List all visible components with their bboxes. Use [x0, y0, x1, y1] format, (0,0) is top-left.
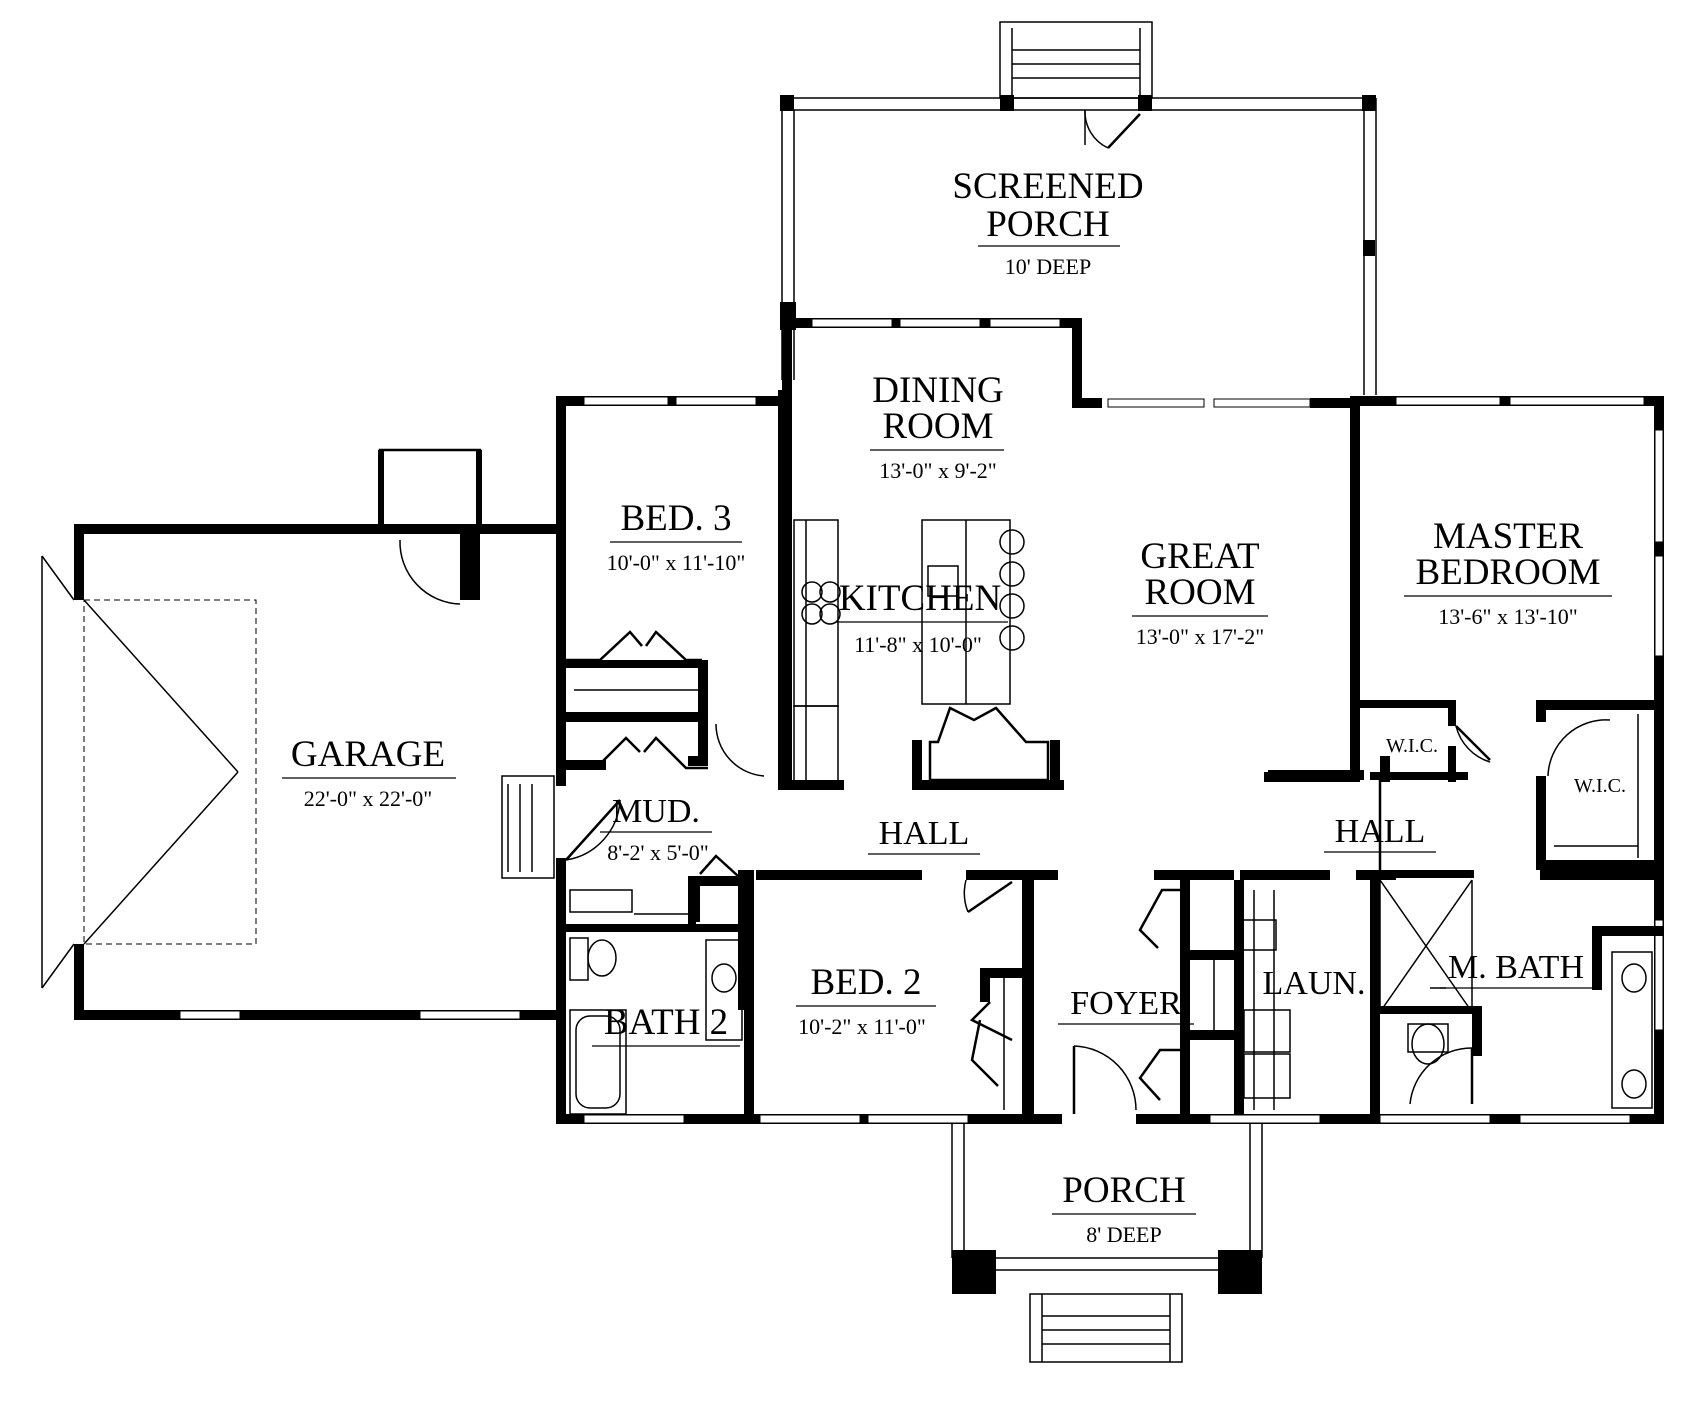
bed3-label: BED. 3 — [621, 498, 732, 539]
screened-porch-label-line1: SCREENED — [952, 166, 1143, 207]
windows — [583, 318, 1664, 1124]
garage-structure — [41, 448, 566, 1020]
hall-left-label: HALL — [879, 815, 970, 852]
laundry-label: LAUN. — [1263, 965, 1366, 1002]
garage-label: GARAGE — [291, 734, 445, 775]
dining-room-dim: 13'-0" x 9'-2" — [879, 458, 997, 483]
mud-label: MUD. — [612, 793, 700, 830]
interior-walls — [565, 630, 1664, 1114]
wic-left-label: W.I.C. — [1386, 735, 1438, 757]
bathroom-fixtures — [569, 854, 1653, 1115]
dining-room-label-line2: ROOM — [882, 406, 993, 447]
kitchen-dim: 11'-8" x 10'-0" — [854, 632, 982, 657]
bed2-dim: 10'-2" x 11'-0" — [798, 1014, 926, 1039]
screened-porch-dim: 10' DEEP — [1005, 254, 1091, 279]
bath2-label: BATH 2 — [604, 1002, 728, 1043]
master-bedroom-dim: 13'-6" x 13'-10" — [1438, 604, 1578, 629]
master-bedroom-label-line1: MASTER — [1433, 516, 1583, 557]
great-room-dim: 13'-0" x 17'-2" — [1136, 624, 1265, 649]
room-labels: SCREENED PORCH 10' DEEP DINING ROOM 13'-… — [282, 166, 1626, 1247]
kitchen-label: KITCHEN — [839, 578, 1001, 619]
mud-dim: 8'-2' x 5'-0" — [607, 840, 709, 865]
dining-room-label-line1: DINING — [872, 370, 1004, 411]
foyer-label: FOYER — [1070, 985, 1182, 1022]
kitchen-fixtures — [793, 519, 1025, 787]
great-room-label-line2: ROOM — [1144, 572, 1255, 613]
porch-label: PORCH — [1062, 1170, 1185, 1211]
garage-dim: 22'-0" x 22'-0" — [304, 786, 433, 811]
screened-porch-label-line2: PORCH — [986, 204, 1109, 245]
bed2-label: BED. 2 — [811, 962, 922, 1003]
wic-right-label: W.I.C. — [1574, 775, 1626, 797]
master-bath-label: M. BATH — [1448, 949, 1584, 986]
porch-dim: 8' DEEP — [1086, 1222, 1161, 1247]
hall-right-label: HALL — [1335, 813, 1426, 850]
bed3-dim: 10'-0" x 11'-10" — [607, 550, 746, 575]
front-porch-structure — [951, 1124, 1263, 1363]
master-bedroom-label-line2: BEDROOM — [1415, 552, 1600, 593]
great-room-label-line1: GREAT — [1140, 536, 1259, 577]
